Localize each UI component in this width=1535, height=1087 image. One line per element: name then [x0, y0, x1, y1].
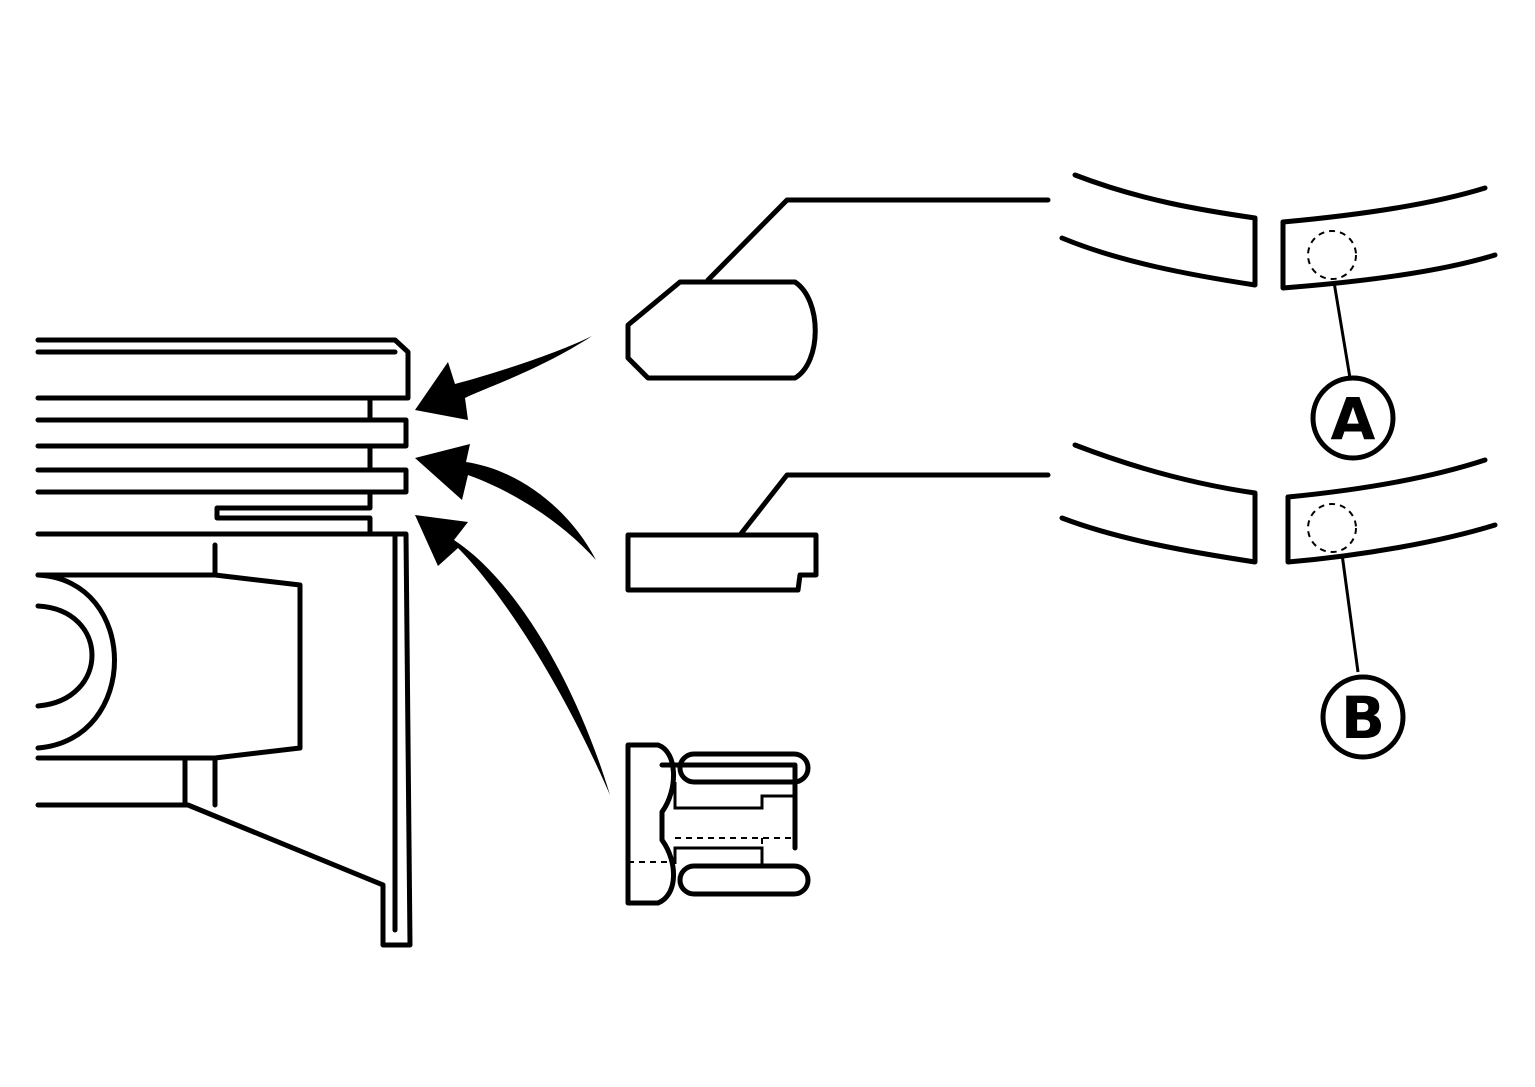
piston-ring-land-1: [35, 395, 409, 473]
marker-b-label: B: [1341, 684, 1385, 752]
second-ring-gap-view: [1059, 442, 1498, 673]
second-ring-mark-circle: [1307, 503, 1357, 553]
piston-ring-land-2: [35, 467, 409, 495]
second-ring-leader-line: [737, 472, 1051, 538]
piston-pin-bore: [35, 603, 95, 709]
piston-pin-boss: [35, 572, 303, 761]
arrow-to-second-ring-groove: [415, 444, 596, 560]
piston: [35, 337, 413, 948]
top-ring-gap-view: [1059, 172, 1498, 379]
marker-b: B: [1320, 674, 1406, 760]
piston-oil-groove: [214, 489, 373, 537]
piston-crown: [35, 337, 411, 401]
top-ring-leader-line: [705, 197, 1051, 283]
arrows: [415, 336, 610, 795]
arrow-to-oil-ring-groove: [415, 515, 610, 795]
oil-ring-profile: [625, 742, 811, 906]
top-ring-profile: [625, 279, 818, 381]
marker-a-label: A: [1331, 385, 1376, 453]
second-ring-profile: [625, 532, 819, 593]
top-ring-mark-circle: [1307, 230, 1357, 280]
arrow-to-top-ring-groove: [415, 336, 592, 420]
piston-skirt: [35, 531, 413, 948]
marker-a: A: [1310, 375, 1396, 461]
